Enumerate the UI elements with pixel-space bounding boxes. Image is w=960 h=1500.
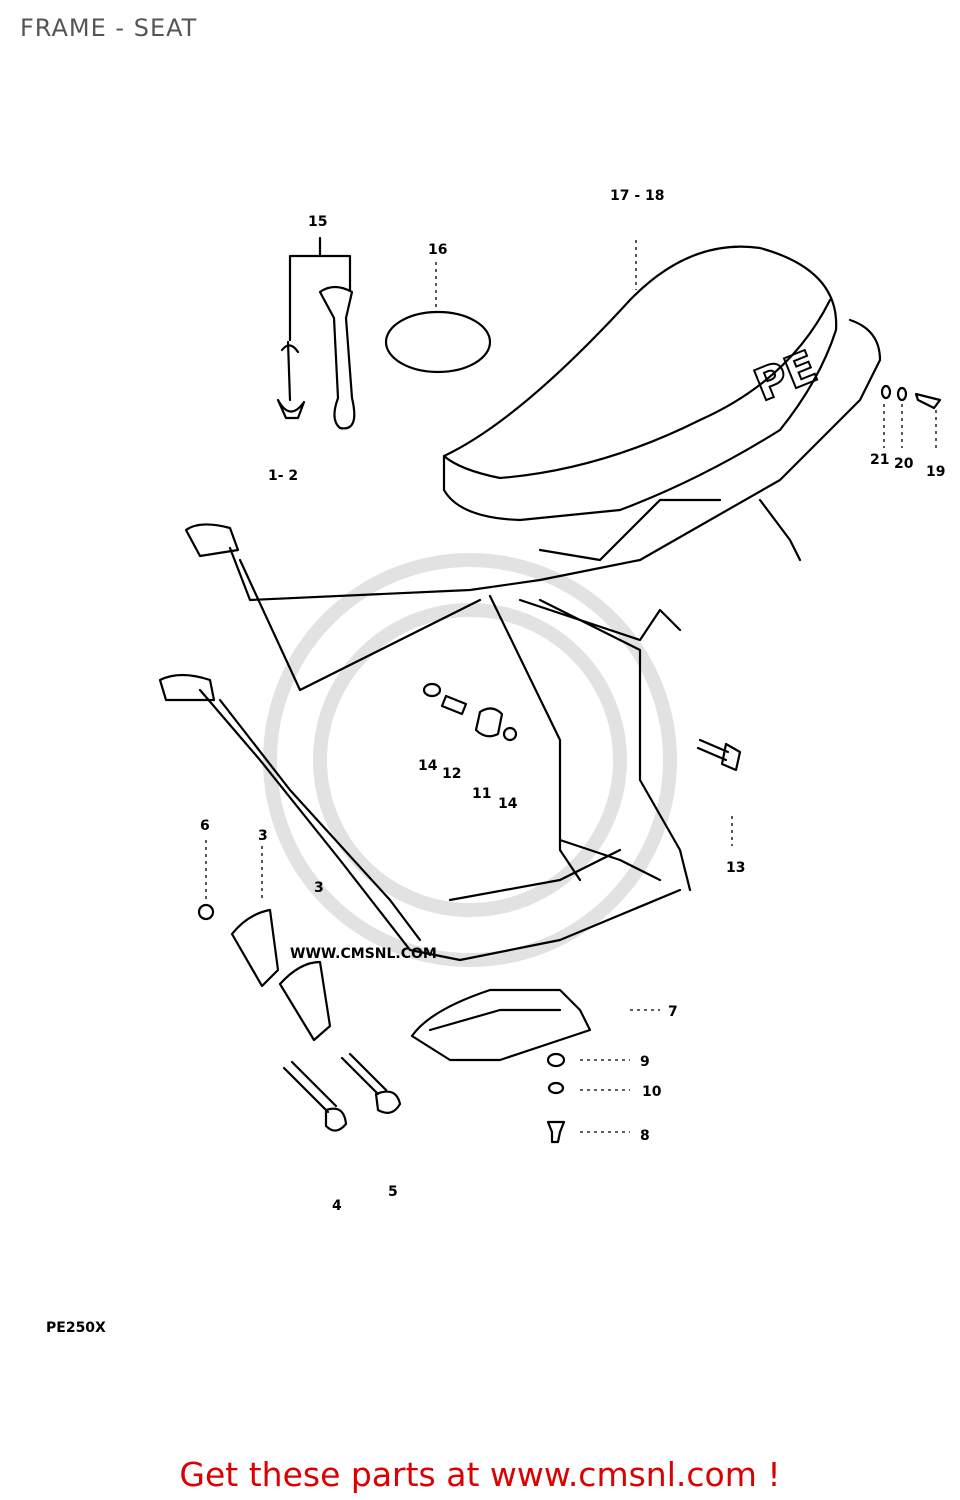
watermark-text: WWW.CMSNL.COM xyxy=(290,946,437,962)
callout-4: 4 xyxy=(332,1198,342,1214)
callout-10: 10 xyxy=(642,1084,662,1100)
callout-1-2: 1- 2 xyxy=(268,468,298,484)
model-code: PE250X xyxy=(46,1320,106,1336)
callout-15: 15 xyxy=(308,214,327,230)
seat-part: PE xyxy=(442,240,838,522)
callout-19: 19 xyxy=(926,464,945,480)
callout-21: 21 xyxy=(870,452,889,468)
frame-part xyxy=(158,318,882,962)
callout-3b: 3 xyxy=(314,880,324,896)
callout-20: 20 xyxy=(894,456,914,472)
callout-8: 8 xyxy=(640,1128,650,1144)
callout-14a: 14 xyxy=(418,758,438,774)
callout-9: 9 xyxy=(640,1054,650,1070)
callout-13: 13 xyxy=(726,860,745,876)
callout-7: 7 xyxy=(668,1004,678,1020)
mount-bolts xyxy=(282,1052,402,1132)
watermark: WWW.CMSNL.COM xyxy=(263,553,677,967)
callout-14b: 14 xyxy=(498,796,518,812)
o-ring-part xyxy=(384,310,492,374)
seat-bolt-parts xyxy=(880,384,942,452)
callout-6: 6 xyxy=(200,818,210,834)
callout-17-18: 17 - 18 xyxy=(610,188,665,204)
callout-5: 5 xyxy=(388,1184,398,1200)
engine-bracket-parts xyxy=(197,840,332,1042)
bolt-13-part xyxy=(696,738,742,846)
tool-kit-part xyxy=(276,236,356,430)
cta-link[interactable]: Get these parts at www.cmsnl.com ! xyxy=(179,1455,781,1494)
callout-16: 16 xyxy=(428,242,447,258)
callout-12: 12 xyxy=(442,766,461,782)
callout-3a: 3 xyxy=(258,828,268,844)
engine-mount-collars xyxy=(422,682,518,742)
callout-11: 11 xyxy=(472,786,491,802)
page-title: FRAME - SEAT xyxy=(20,14,198,42)
skid-plate-part xyxy=(410,988,660,1144)
